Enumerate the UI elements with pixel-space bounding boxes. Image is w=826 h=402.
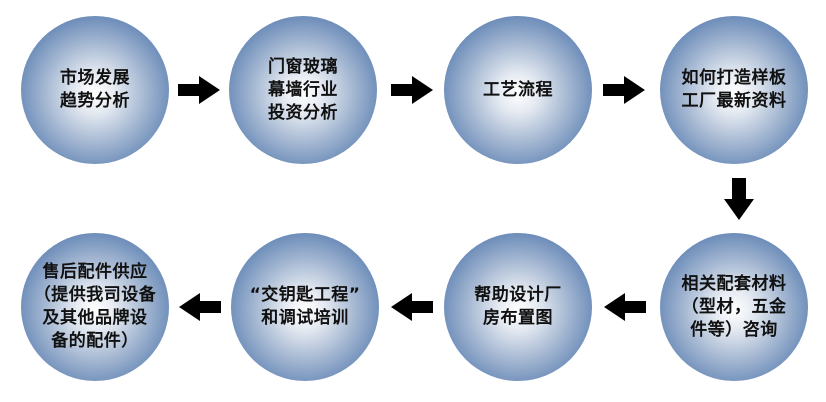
arrow-right-icon xyxy=(178,76,220,104)
step-8-node: 售后配件供应 （提供我司设备 及其他品牌设 备的配件） xyxy=(21,233,169,381)
step-5-node: 相关配套材料 （型材，五金 件等）咨询 xyxy=(660,233,808,381)
arrow-left-icon xyxy=(604,293,646,321)
arrow-left-icon xyxy=(391,293,433,321)
step-1-node: 市场发展 趋势分析 xyxy=(21,16,169,164)
arrow-right-icon xyxy=(603,76,645,104)
step-3-node: 工艺流程 xyxy=(444,16,592,164)
step-7-label: “交钥匙工程” 和调试培训 xyxy=(249,285,361,328)
arrow-down-icon xyxy=(724,178,754,220)
step-2-label: 门窗玻璃 幕墙行业 投资分析 xyxy=(268,56,338,123)
step-3-label: 工艺流程 xyxy=(483,79,553,100)
step-2-node: 门窗玻璃 幕墙行业 投资分析 xyxy=(229,16,377,164)
step-6-node: 帮助设计厂 房布置图 xyxy=(444,233,592,381)
step-5-label: 相关配套材料 （型材，五金 件等）咨询 xyxy=(681,273,787,340)
arrow-left-icon xyxy=(179,293,221,321)
step-8-label: 售后配件供应 （提供我司设备 及其他品牌设 备的配件） xyxy=(33,262,157,351)
step-1-label: 市场发展 趋势分析 xyxy=(60,68,130,111)
step-4-node: 如何打造样板 工厂最新资料 xyxy=(660,16,808,164)
step-6-label: 帮助设计厂 房布置图 xyxy=(474,285,562,328)
step-4-label: 如何打造样板 工厂最新资料 xyxy=(681,68,787,111)
arrow-right-icon xyxy=(391,76,433,104)
step-7-node: “交钥匙工程” 和调试培训 xyxy=(231,233,379,381)
